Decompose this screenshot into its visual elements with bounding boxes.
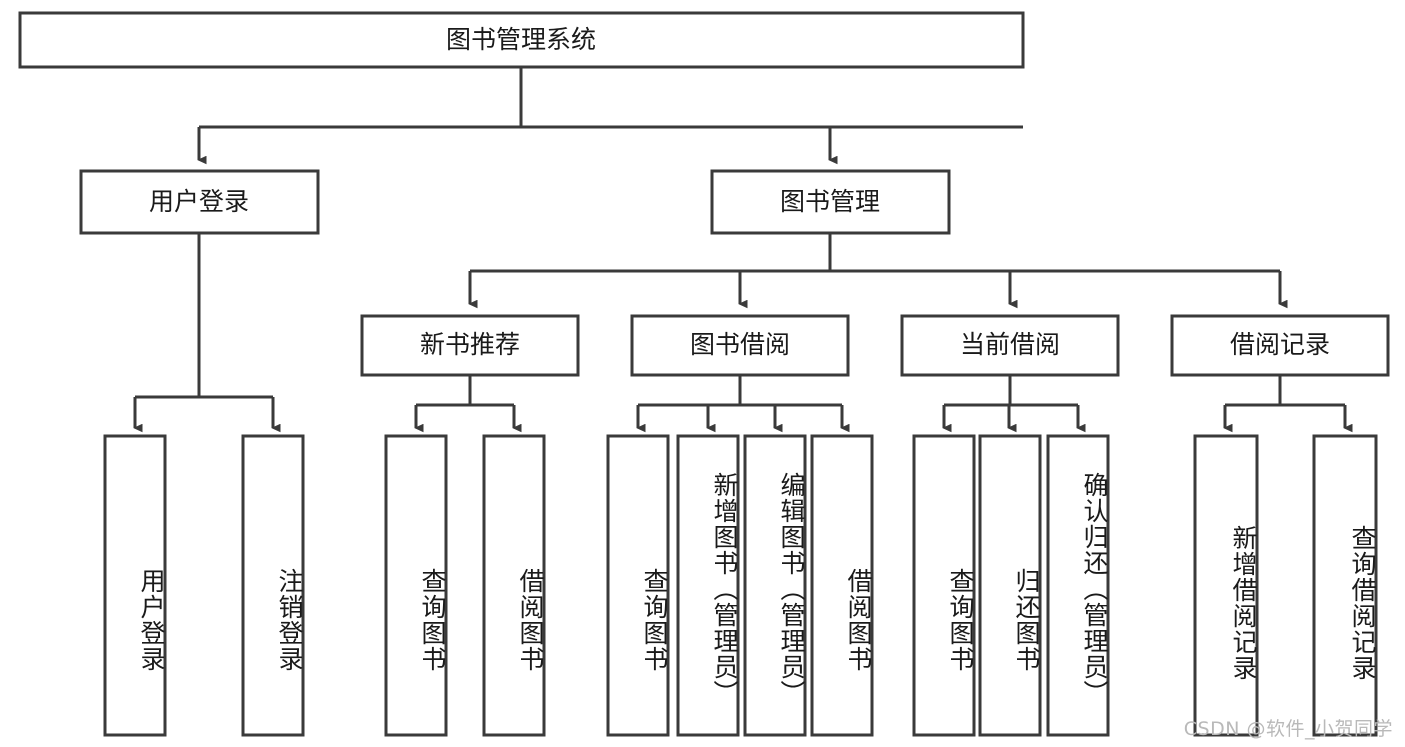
node-new-book-recommend-label: 新书推荐: [420, 330, 520, 359]
node-current-borrow[interactable]: 当前借阅: [900, 314, 1120, 377]
connector-new-book-recommend-to-leaves: [414, 375, 514, 428]
leaf-rect-borrow-record-0[interactable]: [1193, 434, 1259, 737]
leaf-rect-user-login-1[interactable]: [241, 434, 305, 737]
node-book-borrow[interactable]: 图书借阅: [630, 314, 850, 377]
leaf-rect-new-book-1[interactable]: [482, 434, 546, 737]
node-root-label: 图书管理系统: [446, 25, 596, 54]
leaf-rect-current-borrow-0[interactable]: [912, 434, 976, 737]
connector-book-management-to-level3: [468, 233, 1280, 304]
connector-borrow-record-to-leaves: [1223, 375, 1345, 428]
leaf-rect-borrow-record-1[interactable]: [1312, 434, 1378, 737]
leaf-rect-current-borrow-1[interactable]: [978, 434, 1042, 737]
leaf-rect-book-borrow-2[interactable]: [743, 434, 807, 737]
connector-root-to-level2: [197, 67, 1023, 160]
node-root[interactable]: 图书管理系统: [18, 11, 1025, 69]
leaf-rect-book-borrow-3[interactable]: [810, 434, 874, 737]
node-new-book-recommend-rect: [360, 314, 580, 377]
node-current-borrow-rect: [900, 314, 1120, 377]
connector-book-borrow-to-leaves: [636, 375, 842, 428]
connector-current-borrow-to-leaves: [942, 375, 1078, 428]
node-user-login-label: 用户登录: [149, 187, 249, 216]
node-current-borrow-label: 当前借阅: [960, 330, 1060, 359]
node-new-book-recommend[interactable]: 新书推荐: [360, 314, 580, 377]
node-user-login[interactable]: 用户登录: [79, 169, 320, 235]
leaf-rect-book-borrow-0[interactable]: [606, 434, 670, 737]
node-root-rect: [18, 11, 1025, 69]
node-borrow-record-label: 借阅记录: [1230, 330, 1330, 359]
csdn-watermark: CSDN @软件_小贺同学: [1183, 718, 1393, 740]
leaf-rect-user-login-0[interactable]: [103, 434, 167, 737]
connector-user-login-to-leaves: [133, 233, 273, 428]
node-borrow-record[interactable]: 借阅记录: [1170, 314, 1390, 377]
node-user-login-rect: [79, 169, 320, 235]
node-book-borrow-label: 图书借阅: [690, 330, 790, 359]
leaf-rect-new-book-0[interactable]: [384, 434, 448, 737]
node-book-management[interactable]: 图书管理: [710, 169, 951, 235]
node-book-management-label: 图书管理: [780, 187, 880, 216]
leaf-rect-book-borrow-1[interactable]: [676, 434, 740, 737]
leaf-rect-current-borrow-2[interactable]: [1046, 434, 1110, 737]
